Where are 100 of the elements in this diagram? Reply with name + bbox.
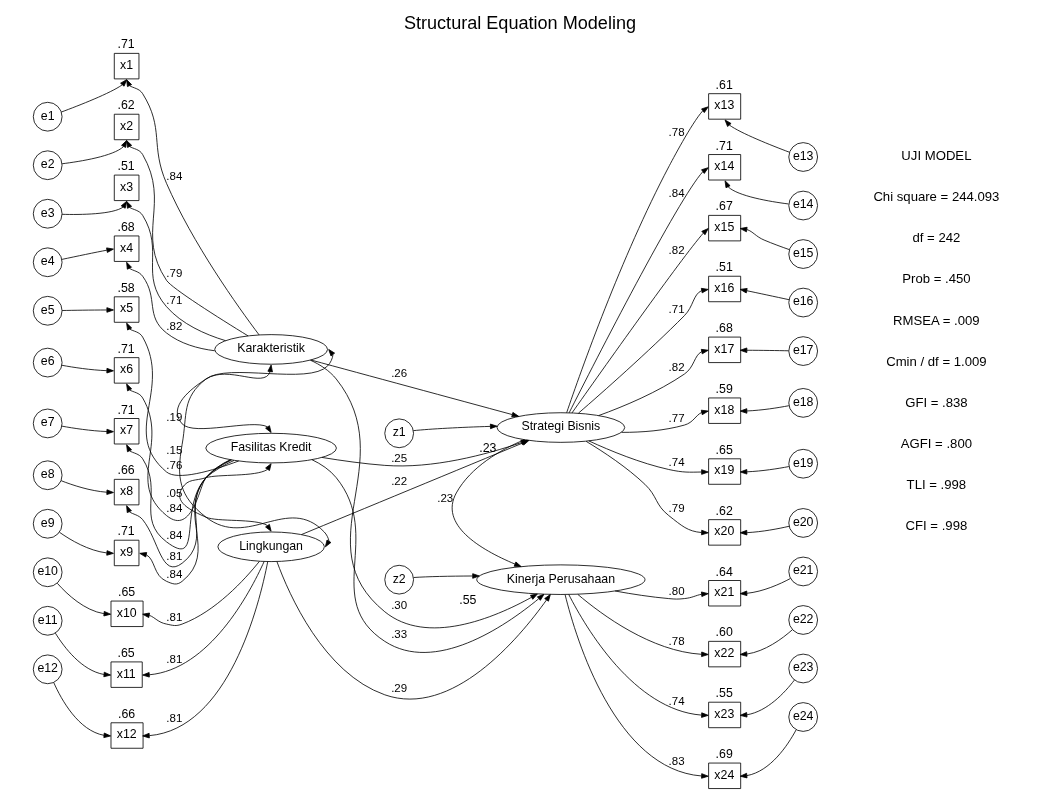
node-box: x16 [707, 275, 741, 303]
node-box: x23 [707, 701, 741, 729]
arrow [125, 383, 234, 521]
edge-label: .81 [165, 550, 182, 563]
arrow [60, 425, 114, 435]
node-label: .60 [715, 625, 733, 640]
node-circle: e3 [32, 198, 62, 229]
edge-label: .29 [390, 681, 407, 694]
arrow [178, 349, 335, 548]
arrow [564, 594, 709, 779]
node-label: .51 [117, 159, 135, 174]
edge-label: .22 [390, 475, 407, 488]
node-circle: e12 [32, 654, 62, 685]
edge-label: .15 [165, 443, 182, 456]
arrow [576, 593, 709, 657]
node-circle: e17 [787, 336, 818, 366]
node-box: x11 [110, 661, 143, 688]
arrow [724, 119, 790, 153]
arrow [620, 409, 709, 433]
edge-label: .81 [165, 610, 182, 623]
arrow [739, 525, 790, 536]
node-label: .67 [715, 199, 733, 214]
arrow [61, 247, 114, 260]
arrow [565, 106, 709, 414]
arrow [739, 578, 791, 596]
edge-label: .84 [165, 170, 182, 183]
arrow [724, 180, 789, 205]
arrow [310, 359, 519, 418]
label: Prob = .450 [901, 271, 971, 287]
node-label: .62 [715, 503, 733, 518]
node-circle: e11 [32, 606, 62, 636]
edge-label: .83 [668, 754, 685, 767]
arrow [178, 463, 272, 532]
edge-label: .23 [436, 492, 453, 505]
arrow [125, 201, 226, 342]
arrow [125, 140, 248, 337]
node-box: x14 [707, 154, 741, 181]
arrow [451, 439, 525, 567]
node-box: x1 [113, 53, 139, 80]
node-circle: e24 [787, 702, 818, 732]
node-circle: e15 [787, 239, 818, 269]
node-box: x13 [707, 93, 741, 120]
arrow [412, 423, 497, 432]
node-circle: e18 [787, 388, 818, 418]
node-label: .65 [117, 585, 135, 600]
edge-label: .84 [165, 528, 182, 541]
arrow [739, 679, 795, 718]
node-label: .66 [117, 463, 135, 478]
node-label: .58 [117, 280, 135, 295]
node-label: .65 [117, 645, 135, 660]
node-label: .51 [715, 260, 733, 275]
arrow [58, 531, 114, 556]
edge-label: .74 [668, 694, 685, 707]
arrow [138, 459, 231, 585]
arrow [54, 632, 111, 678]
arrow [739, 405, 789, 414]
node-box: x6 [113, 357, 139, 384]
edge-label: .74 [668, 456, 685, 469]
node-label: .61 [715, 77, 733, 92]
arrow [739, 226, 790, 250]
arrow [588, 440, 709, 475]
edge-label: .82 [165, 319, 182, 332]
node-box: x20 [707, 519, 741, 546]
label: Cmin / df = 1.009 [885, 353, 987, 369]
node-box: x19 [707, 458, 741, 485]
node-circle: e4 [32, 247, 62, 278]
arrow [141, 561, 268, 739]
node-box: x10 [110, 600, 143, 627]
arrow [739, 466, 789, 475]
arrow [311, 459, 544, 653]
node-circle: e16 [787, 287, 818, 318]
arrow [577, 287, 709, 414]
edge-label: .78 [668, 634, 685, 647]
arrow [60, 364, 114, 374]
node-box: x15 [707, 215, 741, 242]
node-label: .71 [117, 341, 135, 356]
label: GFI = .838 [904, 394, 968, 410]
arrow [125, 261, 215, 352]
edge-label: .71 [668, 302, 685, 315]
node-label: .69 [715, 747, 733, 762]
node-circle: e2 [32, 150, 62, 180]
arrow [60, 79, 127, 113]
edge-label: .19 [165, 410, 182, 423]
arrow [739, 629, 793, 657]
edge-label: .84 [165, 502, 182, 515]
edge-label: .33 [390, 628, 407, 641]
node-label: .71 [715, 138, 733, 153]
node-ellipse: Kinerja Perusahaan [475, 564, 645, 595]
node-circle: e1 [32, 101, 62, 132]
node-circle: e6 [32, 347, 62, 378]
node-box: x17 [707, 336, 741, 363]
arrow [309, 359, 538, 629]
arrow [125, 322, 239, 476]
node-box: x2 [113, 113, 139, 141]
arrow [739, 288, 789, 301]
arrow [52, 682, 111, 739]
node-ellipse: Fasilitas Kredit [204, 432, 337, 464]
label: UJI MODEL [900, 148, 971, 164]
node-box: x7 [113, 418, 139, 445]
edge-label: .79 [165, 267, 182, 280]
